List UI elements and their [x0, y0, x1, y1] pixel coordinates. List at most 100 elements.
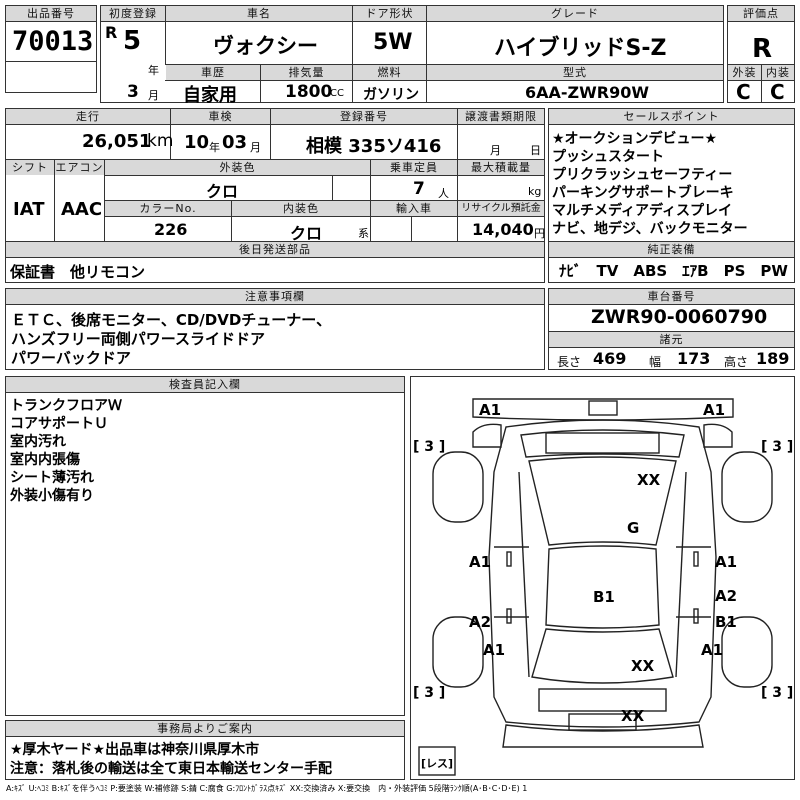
inspector-line-1: トランクフロアＷ — [10, 398, 122, 414]
vehicle-info: 走行 車検 登録番号 譲渡書類期限 26,051 km 10 年 03 月 相模… — [5, 108, 545, 258]
right-rear-mark: A1 — [701, 641, 724, 659]
load-label: 最大積載量 — [458, 160, 544, 175]
later-parts: 保証書 他リモコン — [5, 257, 545, 283]
door-label: ドア形状 — [353, 6, 426, 21]
rear-bumper-mark: XX — [621, 707, 645, 725]
intcolor-label: 内装色 — [232, 201, 370, 216]
color-label: 外装色 — [105, 160, 370, 175]
reg-year: 5 — [123, 26, 142, 56]
plate: 相模 335ソ416 — [306, 136, 442, 157]
width-label: 幅 — [649, 355, 662, 369]
intcolor: クロ — [290, 224, 323, 243]
office-line-2: 注意：落札後の輸送は全て東日本輸送センター手配 — [10, 761, 332, 777]
transfer-label: 譲渡書類期限 — [458, 109, 544, 124]
recycle-label: リサイクル預託金 — [458, 201, 544, 216]
left-front-door-mark: A1 — [469, 553, 492, 571]
inspector-line-2: コアサポートＵ — [10, 416, 108, 432]
mileage-label: 走行 — [6, 109, 170, 124]
notes-line-2: ハンズフリー両側パワースライドドア — [11, 330, 265, 348]
sales-points: セールスポイント ★オークションデビュー★ プッシュスタート プリクラッシュセー… — [548, 108, 795, 283]
front-right-mark: A1 — [703, 401, 726, 419]
notes-label: 注意事項欄 — [6, 289, 544, 304]
color: クロ — [206, 182, 239, 201]
capacity: 7 — [413, 179, 425, 199]
ext-grade: C — [736, 80, 751, 104]
later-label: 後日発送部品 — [6, 242, 544, 257]
height-label: 高さ — [724, 355, 749, 369]
inspector-label: 検査員記入欄 — [6, 377, 404, 392]
chassis-box: 車台番号 ZWR90-0060790 諸元 長さ 469 幅 173 高さ 18… — [548, 288, 795, 370]
door-type: 5W — [373, 30, 413, 55]
shift: IAT — [13, 199, 45, 220]
insp-year: 10 — [184, 132, 210, 153]
tire-fr: [ 3 ] — [761, 439, 794, 455]
sales-line-6: ナビ、地デジ、バックモニター — [552, 221, 748, 237]
grade: ハイブリッドS-Z — [494, 36, 667, 61]
ext-label: 外装 — [728, 65, 761, 80]
notes-line-1: ＥＴＣ、後席モニター、CD/DVDチューナー、 — [11, 311, 332, 329]
office-box: 事務局よりご案内 ★厚木ヤード★出品車は神奈川県厚木市 注意：落札後の輸送は全て… — [5, 720, 405, 780]
month-unit: 月 — [148, 89, 159, 102]
inspection-label: 車検 — [171, 109, 270, 124]
legend: A:ｷｽﾞ U:ﾍｺﾐ B:ｷｽﾞを伴うﾍｺﾐ P:要塗装 W:補修跡 S:錆 … — [6, 784, 528, 793]
right-front-door-mark: A1 — [715, 553, 738, 571]
later-parts-value: 保証書 他リモコン — [10, 263, 146, 281]
sales-line-2: プッシュスタート — [552, 149, 664, 165]
left-rear-door-mark: A2 — [469, 613, 492, 631]
mileage: 26,051 — [82, 131, 152, 152]
reg-month: 3 — [127, 82, 139, 102]
recycle: 14,040 — [472, 220, 534, 239]
windshield-mark: XX — [637, 471, 661, 489]
era: R — [105, 23, 118, 42]
import-label: 輸入車 — [371, 201, 457, 216]
model: 6AA-ZWR90W — [525, 83, 650, 102]
car-name: ヴォクシー — [213, 34, 318, 58]
front-left-mark: A1 — [479, 401, 502, 419]
length: 469 — [593, 349, 627, 368]
damage-diagram: A1 A1 [ 3 ] [ 3 ] XX G A1 A1 B1 A2 A2 B1… — [410, 376, 795, 780]
height: 189 — [756, 349, 790, 368]
transfer-day: 日 — [530, 144, 541, 157]
equip-label: 純正装備 — [549, 242, 794, 257]
fuel-label: 燃料 — [353, 65, 426, 80]
mileage-unit: km — [147, 131, 174, 151]
rear-glass-mark: XX — [631, 657, 655, 675]
model-label: 型式 — [427, 65, 723, 80]
spec-label: 諸元 — [549, 332, 794, 347]
inspector-box: 検査員記入欄 トランクフロアＷ コアサポートＵ 室内汚れ 室内内張傷 シート薄汚… — [5, 376, 405, 716]
int-grade: C — [770, 80, 785, 104]
inspector-line-6: 外装小傷有り — [10, 488, 94, 504]
name-label: 車名 — [166, 6, 352, 21]
recycle-unit: 円 — [534, 227, 545, 240]
load-unit: kg — [528, 185, 542, 198]
inspector-line-5: シート薄汚れ — [10, 470, 94, 486]
history-label: 車歴 — [166, 65, 260, 80]
fuel: ガソリン — [363, 87, 419, 103]
history: 自家用 — [183, 85, 237, 106]
roof-mark: B1 — [593, 588, 615, 606]
tire-rl: [ 3 ] — [413, 685, 446, 701]
inspector-line-4: 室内内張傷 — [10, 452, 80, 468]
width: 173 — [677, 349, 711, 368]
capacity-unit: 人 — [438, 187, 449, 200]
sales-line-4: パーキングサポートブレーキ — [552, 185, 734, 201]
displacement: 1800 — [285, 82, 333, 102]
displacement-unit: CC — [330, 88, 344, 99]
displacement-label: 排気量 — [261, 65, 352, 80]
ac-label: エアコン — [55, 160, 104, 175]
inspector-line-3: 室内汚れ — [10, 434, 66, 450]
right-rear-door-mark-b: B1 — [715, 613, 737, 631]
tire-rr: [ 3 ] — [761, 685, 794, 701]
sales-line-3: プリクラッシュセーフティー — [552, 167, 733, 183]
insp-year-unit: 年 — [209, 141, 220, 154]
plate-label: 登録番号 — [271, 109, 457, 124]
intcolor-unit: 系 — [358, 227, 369, 240]
shift-label: シフト — [6, 160, 54, 175]
year-unit: 年 — [148, 64, 159, 77]
spare-mark: [レス] — [421, 757, 454, 770]
insp-month: 03 — [222, 132, 248, 153]
chassis-number: ZWR90-0060790 — [591, 306, 768, 328]
transfer-month: 月 — [490, 144, 501, 157]
colorno: 226 — [154, 220, 188, 239]
lot-box: 出品番号 70013 — [5, 5, 97, 93]
